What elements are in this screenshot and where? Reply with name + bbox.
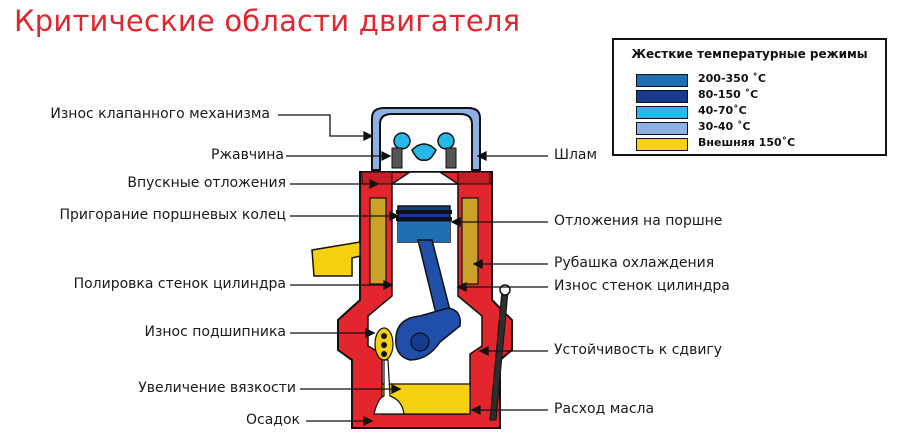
label-sludge: Шлам	[554, 147, 598, 163]
label-rust: Ржавчина	[211, 147, 284, 163]
valve-spring-right	[445, 147, 457, 169]
combustion-chamber	[389, 171, 461, 185]
label-cooling-jacket: Рубашка охлаждения	[554, 255, 715, 271]
oil-filler	[311, 241, 361, 277]
head-gasket-right	[457, 171, 491, 185]
label-intake-deposits: Впускные отложения	[127, 175, 286, 191]
legend-title: Жесткие температурные режимы	[631, 47, 868, 61]
label-piston-deposits: Отложения на поршне	[554, 213, 723, 229]
coolant-jacket-left	[369, 197, 387, 285]
label-ring-sticking: Пригорание поршневых колец	[59, 207, 286, 223]
label-viscosity-increase: Увеличение вязкости	[138, 380, 296, 396]
piston-crown	[398, 222, 450, 242]
head-gasket-left	[361, 171, 393, 185]
valve-spring-left	[391, 147, 403, 169]
legend-label: 40-70˚C	[698, 104, 747, 117]
oil-pickup	[373, 359, 405, 415]
camshaft-left	[393, 132, 411, 150]
legend-swatch	[636, 90, 688, 103]
legend-label: Внешняя 150˚C	[698, 136, 796, 149]
legend-label: 30-40 ˚C	[698, 120, 751, 133]
piston-ring-1	[396, 210, 452, 214]
coolant-jacket-right	[461, 197, 479, 285]
legend-label: 200-350 ˚C	[698, 72, 766, 85]
valve-cover	[371, 107, 481, 171]
rocker	[411, 143, 437, 162]
label-bore-polishing: Полировка стенок цилиндра	[73, 276, 286, 292]
page-title: Критические области двигателя	[14, 4, 521, 38]
legend-swatch	[636, 74, 688, 87]
legend-label: 80-150 ˚C	[698, 88, 759, 101]
callouts-left	[278, 114, 402, 427]
label-oil-consumption: Расход масла	[554, 401, 655, 417]
camshaft-right	[437, 132, 455, 150]
legend-swatch	[636, 138, 688, 151]
label-bearing-wear: Износ подшипника	[144, 324, 286, 340]
label-valve-wear: Износ клапанного механизма	[50, 106, 270, 122]
callouts-right	[450, 150, 548, 416]
legend-swatch	[636, 106, 688, 119]
legend: Жесткие температурные режимы 200-350 ˚C …	[612, 38, 887, 156]
legend-swatch	[636, 122, 688, 135]
piston-ring-2	[396, 217, 452, 221]
label-shear-stability: Устойчивость к сдвигу	[554, 342, 723, 358]
crank-journal	[410, 332, 430, 352]
label-sediment: Осадок	[246, 412, 300, 428]
label-cylinder-wear: Износ стенок цилиндра	[554, 278, 730, 294]
